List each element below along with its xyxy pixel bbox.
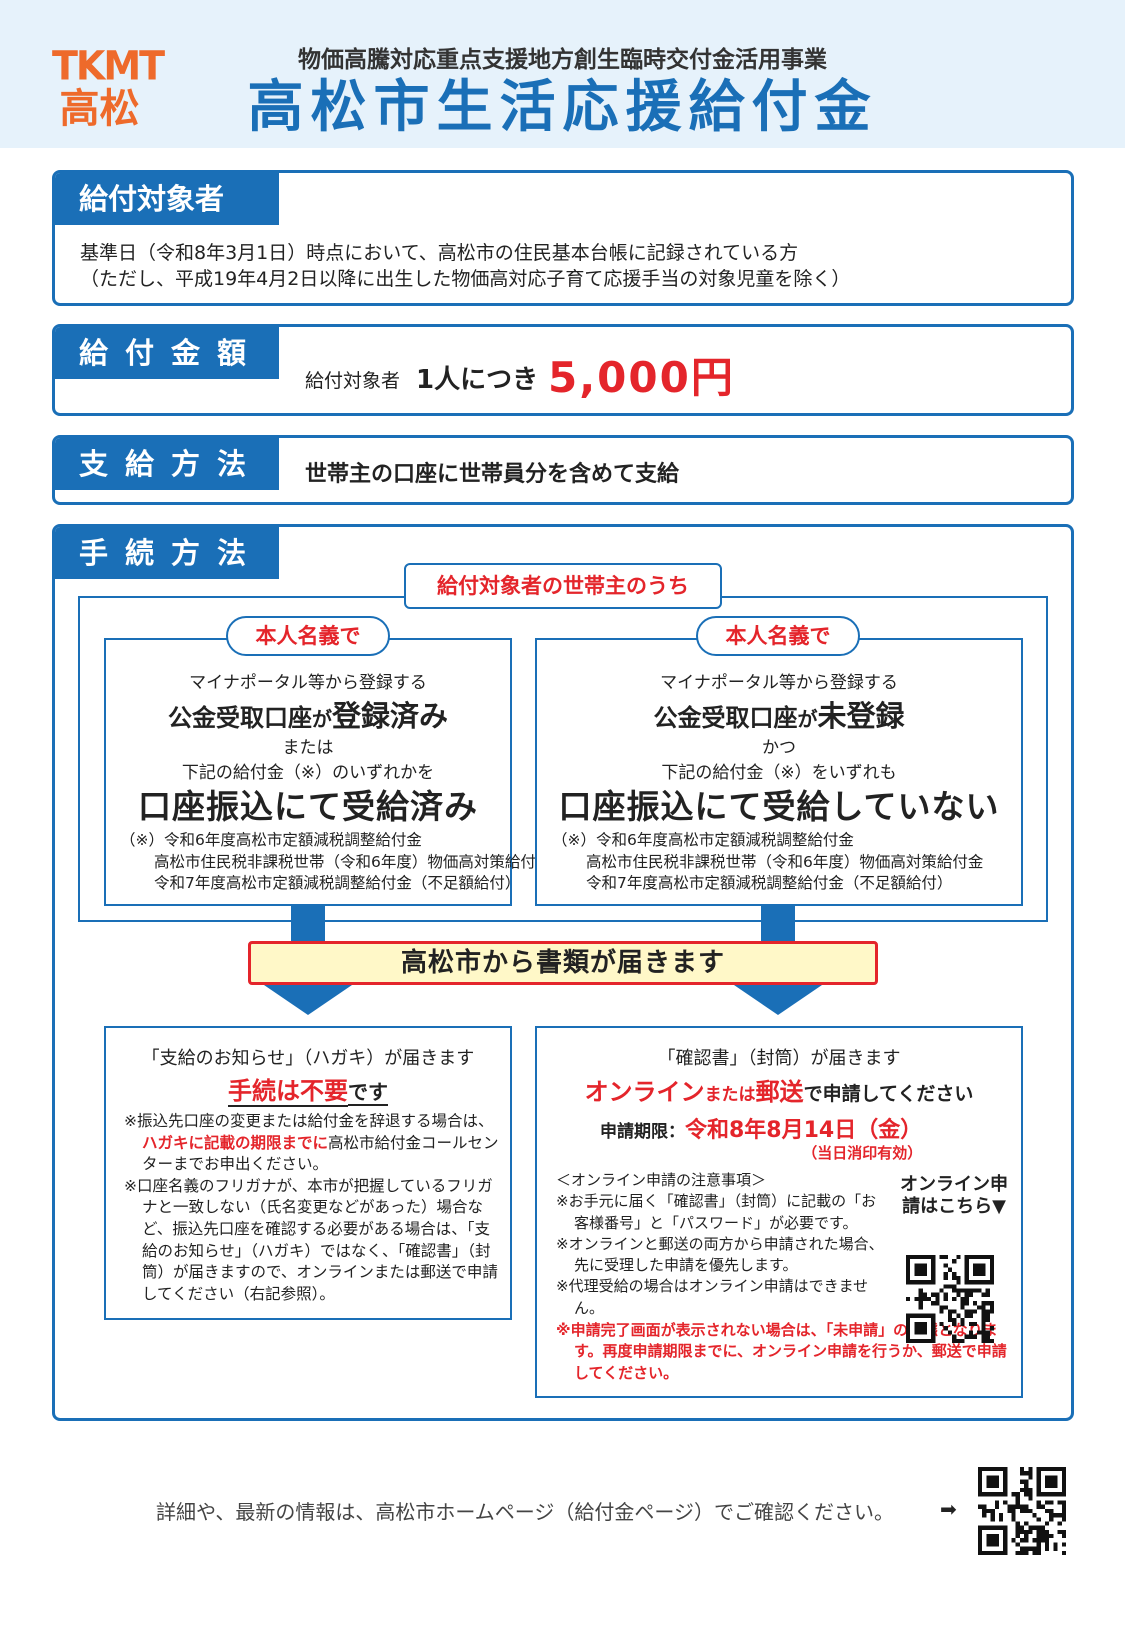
right-arrow-down-icon xyxy=(734,985,822,1015)
confirmation-envelope-card xyxy=(535,1026,1023,1398)
no-procedure-suffix: です xyxy=(348,1080,388,1106)
amount-prefix: 給付対象者 xyxy=(305,370,401,392)
unregistered-line3: かつ xyxy=(762,738,796,758)
amount-middle: 1人につき xyxy=(416,365,539,395)
arrow-right-icon: ➡ xyxy=(940,1497,957,1521)
page-subtitle: 物価高騰対応重点支援地方創生臨時交付金活用事業 xyxy=(298,47,827,73)
payment-tag: 支給方法 xyxy=(55,438,279,490)
left-arrow-down-icon xyxy=(264,985,352,1015)
deadline-value: 令和8年8月14日（金） xyxy=(685,1118,923,1143)
unregistered-account: 公金受取口座 xyxy=(653,704,798,732)
deadline: 申請期限：令和8年8月14日（金） （当日消印有効） xyxy=(600,1112,922,1163)
unregistered-particle: が xyxy=(797,707,818,731)
deadline-note: （当日消印有効） xyxy=(802,1144,923,1162)
registered-note2: 高松市住民税非課税世帯（令和6年度）物価高対策給付金 xyxy=(154,853,552,871)
registered-status: 登録済み xyxy=(331,699,448,733)
unregistered-line1: マイナポータル等から登録する xyxy=(660,673,898,693)
unregistered-card xyxy=(535,638,1023,906)
logo-latin: TKMT xyxy=(52,42,165,90)
header-band xyxy=(0,0,1125,148)
online-note2: ※オンラインと郵送の両方から申請された場合、先に受理した申請を優先します。 xyxy=(556,1234,884,1275)
unregistered-note2: 高松市住民税非課税世帯（令和6年度）物価高対策給付金 xyxy=(586,853,984,871)
mail-highlight: 郵送 xyxy=(755,1078,804,1106)
postcard-note1: ※振込先口座の変更または給付金を辞退する場合は、ハガキに記載の期限までに高松市給… xyxy=(124,1112,499,1174)
amount-tag: 給付金額 xyxy=(55,327,279,379)
registered-note3: 令和7年度高松市定額減税調整給付金（不足額給付） xyxy=(154,874,521,892)
postcard-deadline-highlight: ハガキに記載の期限までに xyxy=(142,1133,329,1152)
notice-postcard-subheading: 手続は不要です xyxy=(104,1071,512,1107)
deadline-label: 申請期限： xyxy=(600,1122,685,1142)
logo-kanji: 高松 xyxy=(59,85,140,132)
online-notes: ＜オンライン申請の注意事項＞ ※お手元に届く「確認書」（封筒）に記載の「お客様番… xyxy=(556,1170,891,1319)
amount-value: 5,000円 xyxy=(548,353,735,402)
notice-postcard-notes: ※振込先口座の変更または給付金を辞退する場合は、ハガキに記載の期限までに高松市給… xyxy=(124,1111,500,1305)
online-application-label: オンライン申請はこちら▼ xyxy=(900,1174,1008,1217)
online-note1: ※お手元に届く「確認書」（封筒）に記載の「お客様番号」と「パスワード」が必要です… xyxy=(556,1192,877,1232)
eligibility-tag: 給付対象者 xyxy=(55,173,279,225)
online-application-qr-icon[interactable] xyxy=(906,1255,994,1343)
registered-pill: 本人名義で xyxy=(226,616,390,656)
eligibility-line2: （ただし、平成19年4月2日以降に出生した物価高対応子育て応援手当の対象児童を除… xyxy=(80,268,851,290)
online-note3: ※代理受給の場合はオンライン申請はできません。 xyxy=(556,1277,869,1317)
unregistered-line2: 公金受取口座が未登録 xyxy=(535,693,1023,735)
registered-line2: 公金受取口座が登録済み xyxy=(104,693,512,735)
unregistered-line4: 下記の給付金（※）をいずれも xyxy=(661,763,897,783)
no-procedure-needed: 手続は不要 xyxy=(228,1077,348,1107)
unregistered-note3: 令和7年度高松市定額減税調整給付金（不足額給付） xyxy=(586,874,953,892)
registered-line5: 口座振込にて受給済み xyxy=(138,787,478,826)
footer-text: 詳細や、最新の情報は、高松市ホームページ（給付金ページ）でご確認ください。 xyxy=(156,1500,894,1524)
payment-text: 世帯主の口座に世帯員分を含めて支給 xyxy=(305,462,680,487)
registered-note1: （※）令和6年度高松市定額減税調整給付金 xyxy=(120,831,422,849)
unregistered-line5: 口座振込にて受給していない xyxy=(558,787,1000,826)
documents-arrive-banner: 高松市から書類が届きます xyxy=(248,941,878,985)
unregistered-note1: （※）令和6年度高松市定額減税調整給付金 xyxy=(552,831,854,849)
notice-postcard-card xyxy=(104,1026,512,1320)
registered-card xyxy=(104,638,512,906)
registered-line4: 下記の給付金（※）のいずれかを xyxy=(181,763,435,783)
homepage-qr-icon[interactable] xyxy=(978,1467,1066,1555)
page-title: 高松市生活応援給付金 xyxy=(247,75,878,140)
procedure-tag: 手続方法 xyxy=(55,527,279,579)
online-notes-title: ＜オンライン申請の注意事項＞ xyxy=(556,1171,767,1189)
eligibility-line1: 基準日（令和8年3月1日）時点において、高松市の住民基本台帳に記録されている方 xyxy=(80,242,799,264)
online-warning-note: ※申請完了画面が表示されない場合は、「未申請」の状態となります。再度申請期限まで… xyxy=(556,1321,1007,1382)
confirmation-heading: 「確認書」（封筒）が届きます xyxy=(657,1048,901,1069)
registered-line3: または xyxy=(282,738,334,758)
household-group-label: 給付対象者の世帯主のうち xyxy=(404,563,722,609)
postcard-note2: ※口座名義のフリガナが、本市が把握しているフリガナと一致しない（氏名変更などがあ… xyxy=(124,1176,498,1303)
registered-particle: が xyxy=(311,707,332,731)
notice-postcard-heading: 「支給のお知らせ」（ハガキ）が届きます xyxy=(141,1048,475,1069)
registered-line1: マイナポータル等から登録する xyxy=(189,673,427,693)
registered-account: 公金受取口座 xyxy=(167,704,312,732)
online-highlight: オンライン xyxy=(584,1078,705,1106)
unregistered-status: 未登録 xyxy=(817,699,905,733)
confirmation-subheading: オンラインまたは郵送で申請してください xyxy=(584,1078,974,1106)
unregistered-pill: 本人名義で xyxy=(696,616,860,656)
